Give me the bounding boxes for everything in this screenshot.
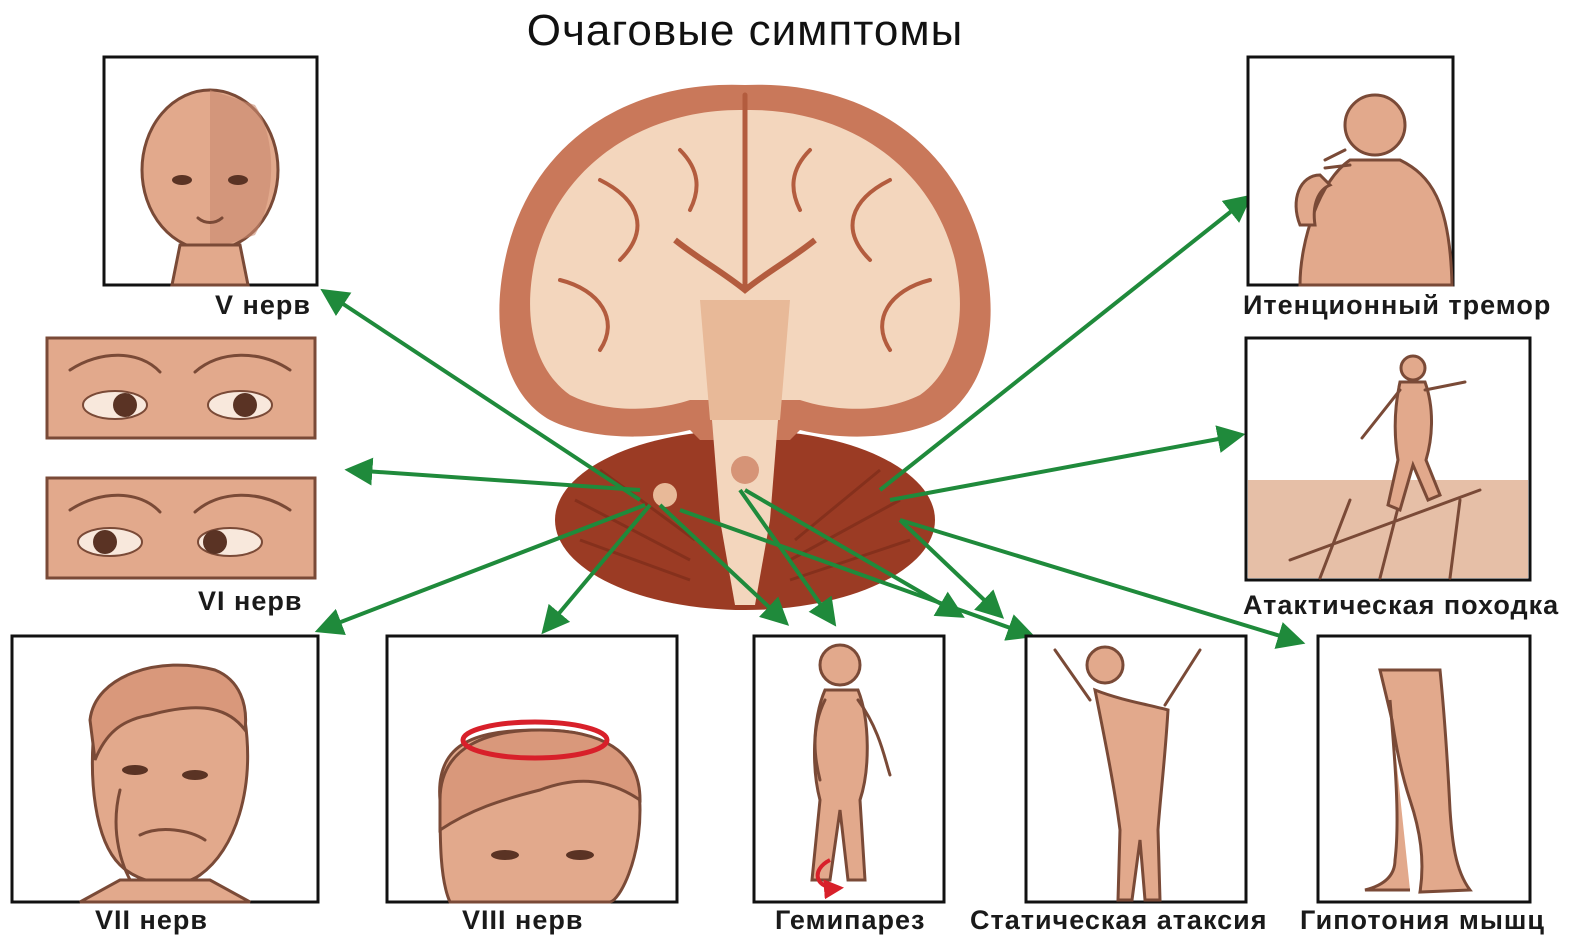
label-viii-nerve: VIII нерв [462,905,583,936]
panel-intention-tremor [1248,57,1453,285]
label-static-ataxia: Статическая атаксия [970,905,1267,936]
panel-viii-nerve [387,636,677,902]
panel-static-ataxia [1026,636,1246,902]
panel-hemiparesis [754,636,944,902]
label-v-nerve: V нерв [215,290,311,321]
label-hemiparesis: Гемипарез [775,905,925,936]
arrow-hypotonia [900,520,1300,642]
label-hypotonia: Гипотония мышц [1300,905,1545,936]
label-vii-nerve: VII нерв [95,905,208,936]
panel-ataxic-gait [1246,338,1530,580]
panel-vii-nerve [12,636,318,902]
label-intention-tremor: Итенционный тремор [1243,290,1551,321]
panel-hypotonia [1318,636,1530,902]
label-ataxic-gait: Атактическая походка [1243,590,1559,621]
panel-vi-nerve-lower [47,478,315,578]
label-vi-nerve: VI нерв [198,586,302,617]
panel-vi-nerve-upper [47,338,315,438]
panel-v-nerve [104,57,317,285]
arrow-ataxic-gait [890,435,1240,500]
